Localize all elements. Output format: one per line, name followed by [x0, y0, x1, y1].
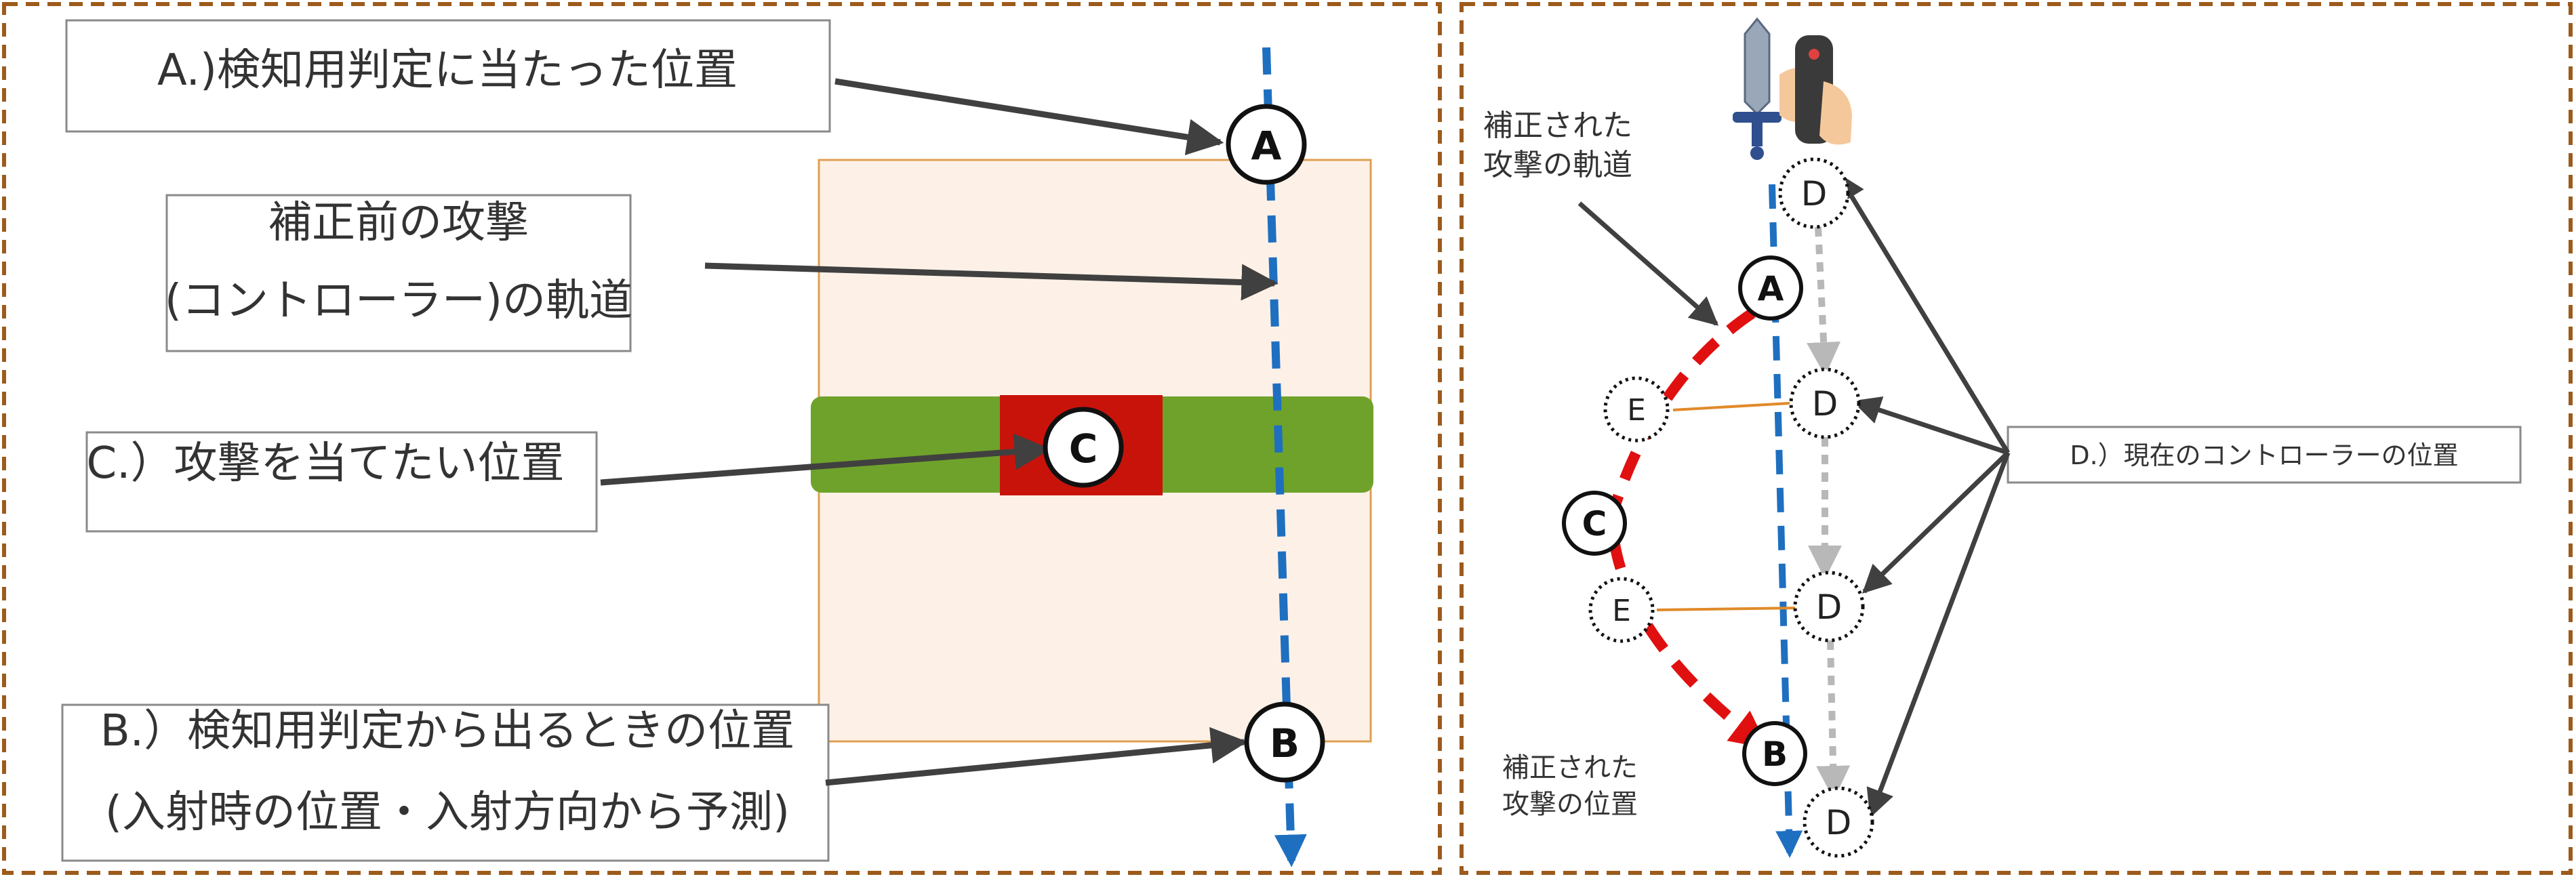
- label-c-text: C.）攻撃を当てたい位置: [86, 438, 564, 489]
- label-a-text: A.)検知用判定に当たった位置: [157, 45, 738, 96]
- right-marker-b: B: [1742, 721, 1807, 786]
- svg-text:A: A: [1758, 269, 1784, 308]
- marker-c: C: [1043, 407, 1124, 488]
- corrected-traj-line1: 補正された: [1483, 108, 1632, 143]
- svg-text:B: B: [1762, 735, 1788, 774]
- marker-d-2: D: [1789, 367, 1861, 439]
- label-b-line2: (入射時の位置・入射方向から予測): [105, 787, 790, 838]
- label-c-box: [85, 431, 598, 533]
- label-d-box: [2007, 426, 2522, 484]
- arrow-a: [834, 78, 1224, 156]
- svg-text:D: D: [1812, 384, 1838, 424]
- marker-d-1: D: [1778, 157, 1850, 229]
- corrected-pos-line2: 攻撃の位置: [1502, 789, 1638, 820]
- svg-text:C: C: [1582, 504, 1607, 544]
- corrected-pos-line1: 補正された: [1502, 752, 1638, 783]
- svg-text:A: A: [1251, 123, 1282, 169]
- left-panel: A.)検知用判定に当たった位置 補正前の攻撃 (コントローラー)の軌道 C.）攻…: [2, 2, 1442, 875]
- right-marker-c: C: [1562, 491, 1627, 556]
- svg-text:D: D: [1816, 588, 1843, 627]
- marker-e-upper: E: [1603, 376, 1670, 443]
- label-b-box: [61, 703, 830, 862]
- link-e-d-upper: [1672, 402, 1790, 411]
- label-b-line1: B.）検知用判定から出るときの位置: [100, 706, 794, 756]
- marker-d-4: D: [1803, 786, 1874, 858]
- label-orig-line2: (コントローラー)の軌道: [165, 276, 632, 326]
- left-panel-frame: [2, 2, 1442, 875]
- label-orig-box: [165, 194, 632, 352]
- svg-text:B: B: [1270, 720, 1300, 766]
- corrected-traj-line2: 攻撃の軌道: [1483, 148, 1632, 182]
- marker-a: A: [1226, 104, 1307, 185]
- svg-text:D: D: [1801, 174, 1828, 213]
- marker-e-lower: E: [1588, 577, 1655, 643]
- right-panel-frame: [1460, 2, 2573, 875]
- marker-b: B: [1244, 701, 1325, 783]
- svg-text:D: D: [1826, 803, 1852, 842]
- arrow-corrected-traj: [1577, 201, 1719, 326]
- svg-text:C: C: [1069, 426, 1098, 472]
- label-d-text: D.）現在のコントローラーの位置: [2070, 440, 2458, 470]
- svg-text:E: E: [1612, 594, 1631, 628]
- marker-d-3: D: [1793, 571, 1865, 642]
- svg-text:E: E: [1627, 393, 1646, 428]
- sword-icon: [1733, 17, 1782, 160]
- arrow-c: [600, 433, 1051, 486]
- controller-path: [1807, 226, 1851, 800]
- label-a-box: [65, 19, 831, 133]
- arrow-orig: [704, 262, 1279, 301]
- right-marker-a: A: [1738, 255, 1803, 321]
- right-panel: 補正された 攻撃の軌道 補正された 攻撃の位置 D.）現在のコントローラーの位置…: [1460, 2, 2573, 875]
- arrow-b: [825, 726, 1248, 786]
- label-orig-line1: 補正前の攻撃: [268, 198, 529, 248]
- arrows-to-d: [1836, 172, 2011, 818]
- controller-icon: [1779, 35, 1852, 145]
- link-e-d-lower: [1656, 607, 1800, 611]
